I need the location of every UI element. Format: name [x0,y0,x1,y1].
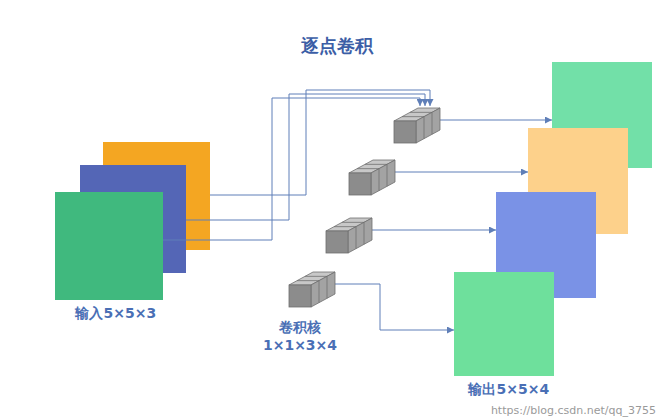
kernel-front [289,285,311,307]
kernel-group: 卷积核 1×1×3×4 [245,106,442,366]
kernel-divider [357,164,387,190]
output-wire [335,284,442,330]
input-channel [55,192,163,300]
node-label: 卷积核 1×1×3×4 [263,318,337,354]
output-tensor: 输出5×5×4 [454,272,554,400]
connector-arrow [442,330,454,331]
kernel-cube [394,108,440,143]
output-wire [440,120,552,121]
output-wire [372,230,496,231]
kernel-side [371,160,395,195]
input-wire [210,90,430,195]
node-label: 输入5×5×3 [69,304,163,322]
kernel-side [348,218,372,253]
output-wire [395,172,528,173]
input-tensor: 输入5×5×3 [55,192,163,324]
output-channel [454,272,554,376]
kernel-side [416,108,440,143]
kernel-cube [326,218,372,253]
kernel-divider [297,276,327,302]
kernel-side [311,272,335,307]
watermark: https://blog.csdn.net/qq_3755 [491,404,656,417]
kernel-divider [402,112,432,138]
kernel-cube [349,160,395,195]
connector-arrow [163,98,420,240]
kernel-front [349,173,371,195]
kernel-cube [289,272,335,307]
kernel-front [326,231,348,253]
input-wire [186,94,425,220]
node-label: 输出5×5×4 [464,380,554,398]
kernel-front [394,121,416,143]
kernel-divider [334,222,364,248]
diagram-title: 逐点卷积 [301,34,373,58]
